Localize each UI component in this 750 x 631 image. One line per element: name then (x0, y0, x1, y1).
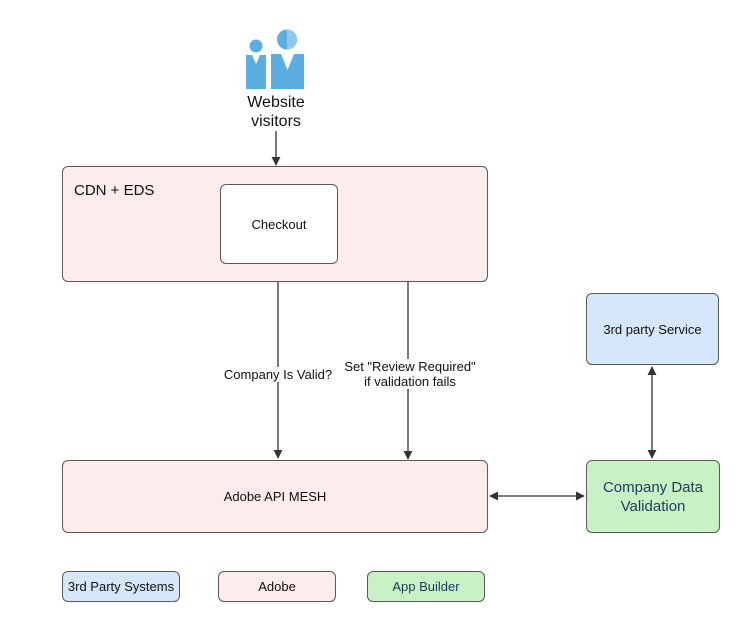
users-icon (246, 29, 304, 89)
review-required-edge-label: Set "Review Required" if validation fail… (340, 359, 480, 389)
visitors-label-line1: Website (247, 94, 305, 111)
website-visitors-label: Website visitors (236, 93, 316, 131)
company-validation-line1: Company Data (602, 478, 704, 496)
checkout-node[interactable]: Checkout (220, 184, 338, 264)
company-validation-line2: Validation (620, 497, 686, 515)
cdn-eds-label: CDN + EDS (74, 182, 155, 199)
legend-third-party-systems: 3rd Party Systems (62, 571, 180, 602)
adobe-api-mesh-node[interactable]: Adobe API MESH (62, 460, 488, 533)
legend-app-builder-label: App Builder (392, 579, 460, 594)
company-valid-edge-label: Company Is Valid? (222, 367, 334, 382)
third-party-service-label: 3rd party Service (603, 321, 702, 337)
adobe-api-mesh-label: Adobe API MESH (223, 489, 327, 504)
review-label-line1: Set "Review Required" (344, 359, 476, 374)
review-label-line2: if validation fails (364, 374, 456, 389)
legend-app-builder: App Builder (367, 571, 485, 602)
legend-adobe-label: Adobe (258, 579, 296, 594)
legend-adobe: Adobe (218, 571, 336, 602)
third-party-service-node[interactable]: 3rd party Service (586, 293, 719, 365)
legend-third-party-label: 3rd Party Systems (67, 579, 175, 594)
company-data-validation-node[interactable]: Company Data Validation (586, 460, 720, 533)
visitors-label-line2: visitors (251, 113, 301, 130)
checkout-label: Checkout (251, 216, 307, 232)
